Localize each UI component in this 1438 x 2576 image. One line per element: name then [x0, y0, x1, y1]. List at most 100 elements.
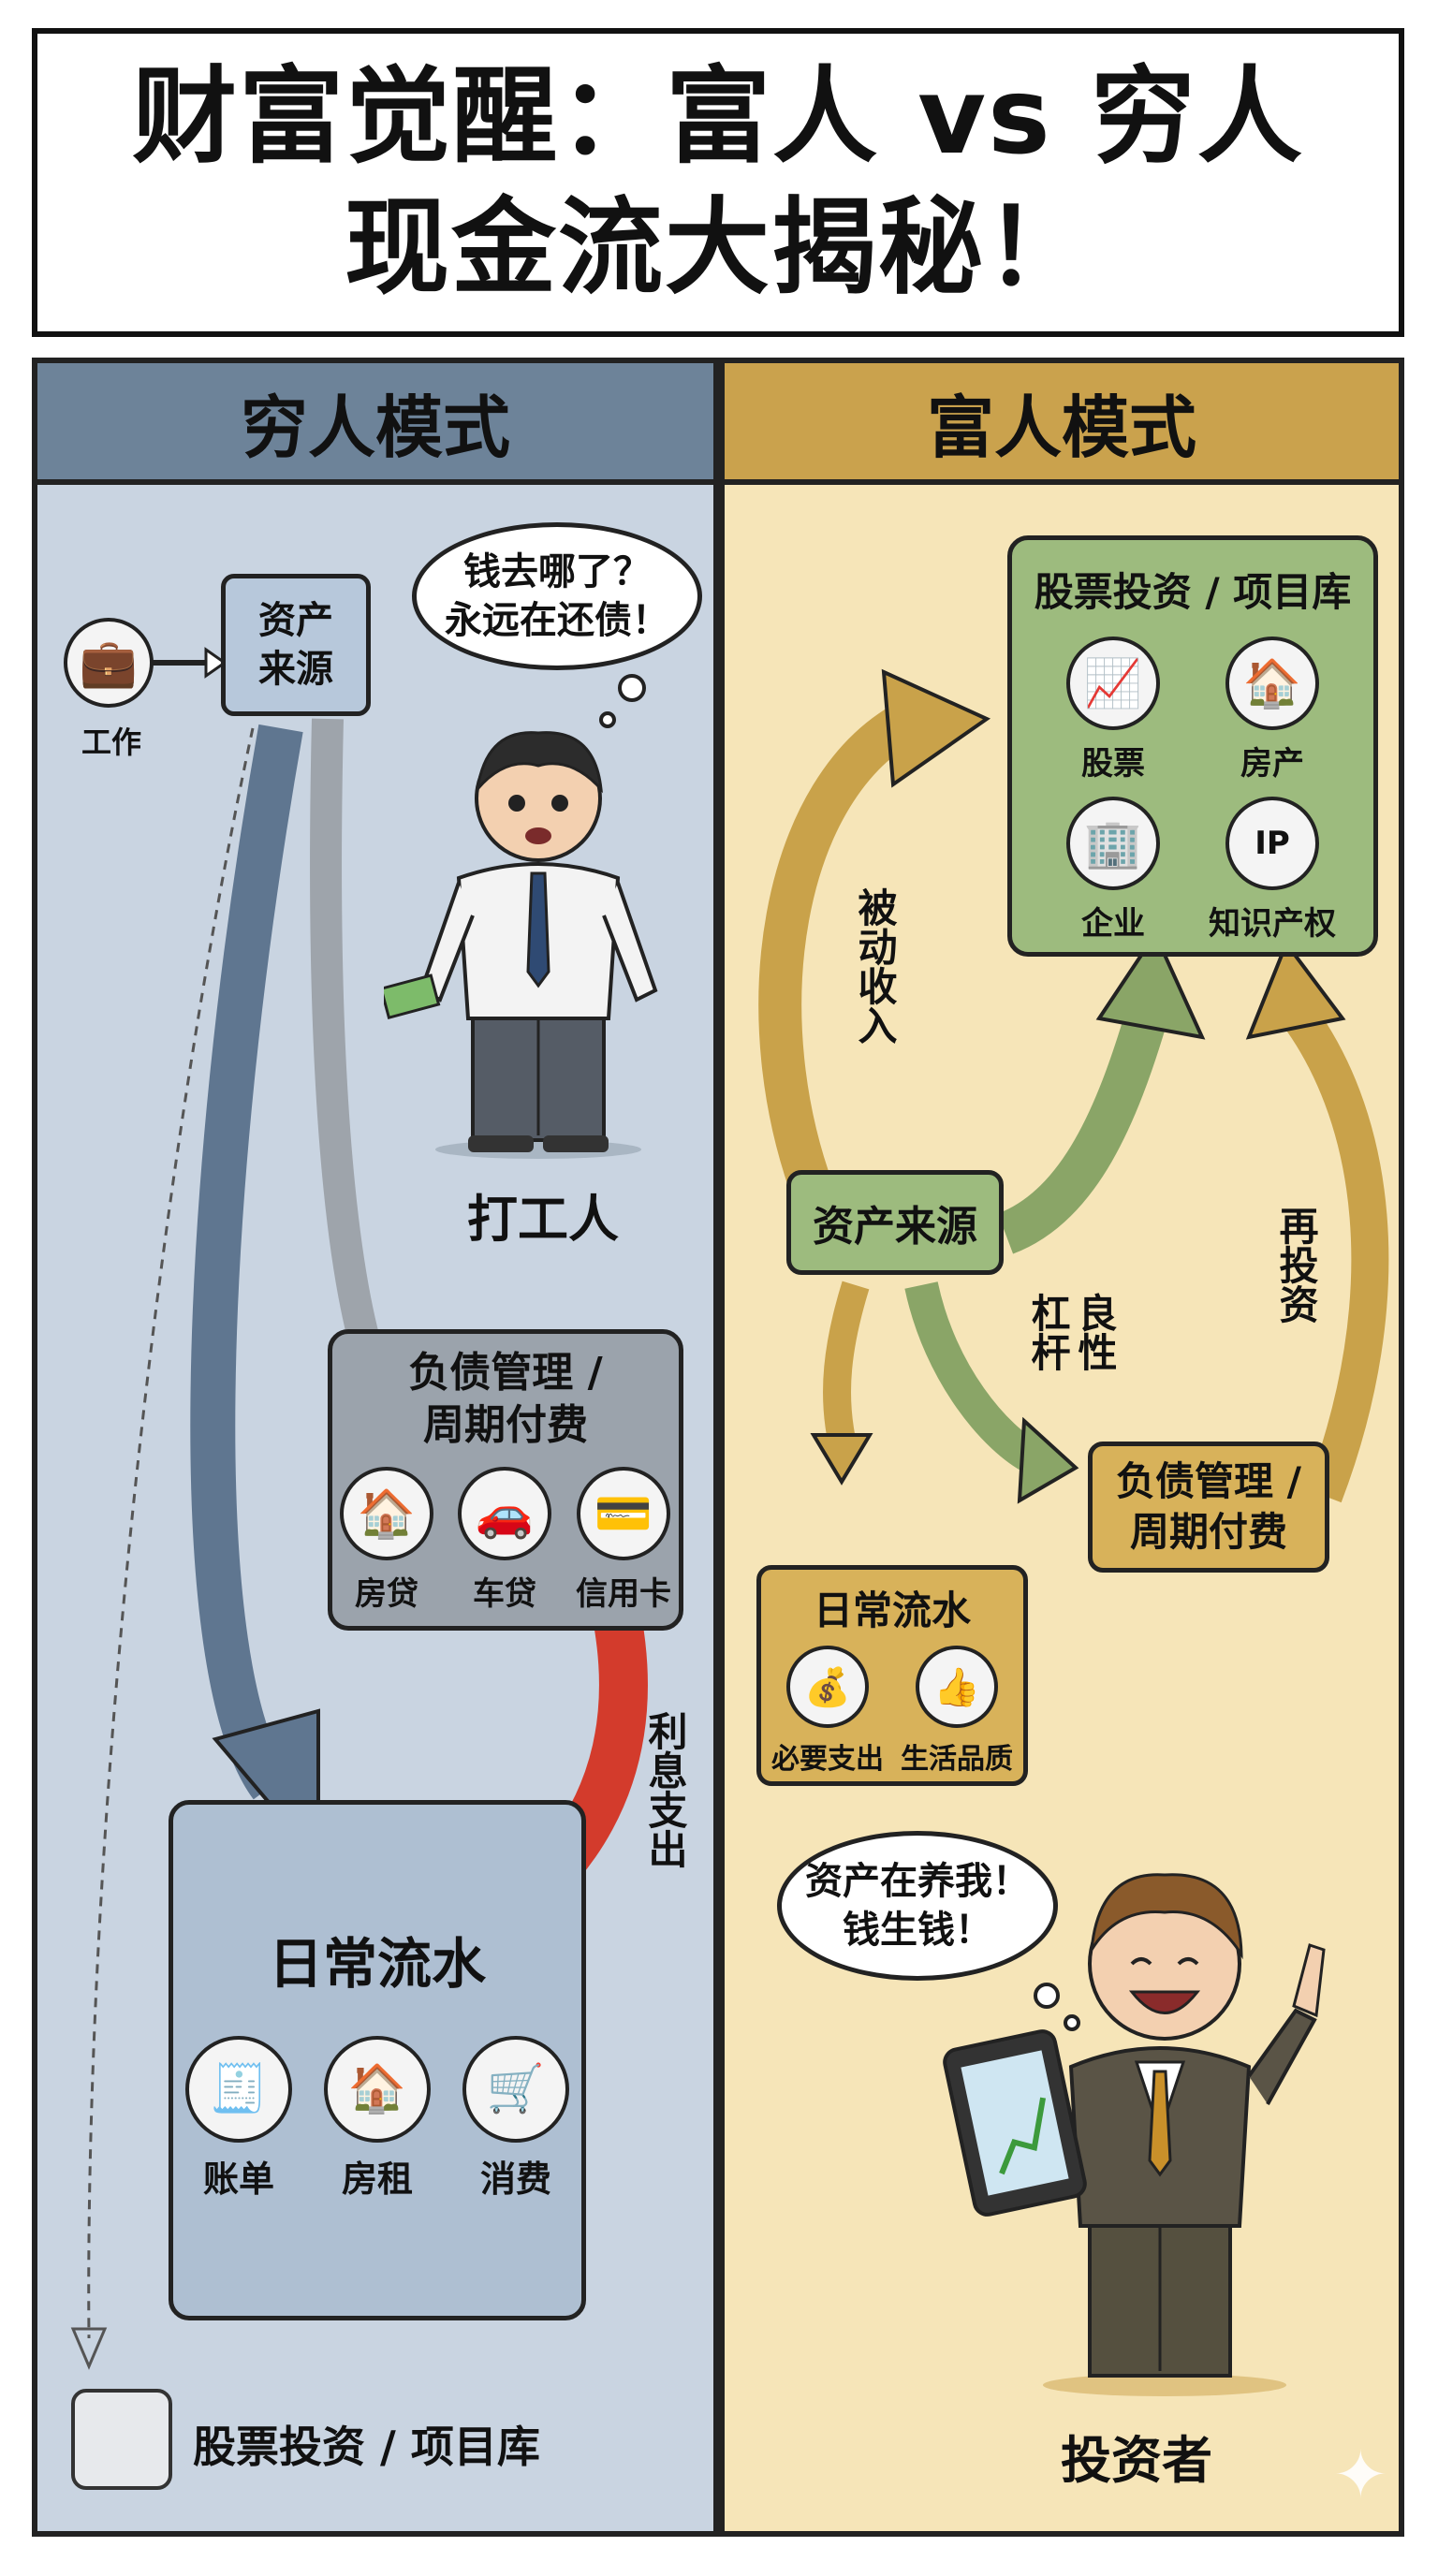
rich-mode-header: 富人模式: [725, 363, 1399, 485]
bill-label: 账单: [202, 2158, 274, 2200]
enterprise-item: 🏢 企业: [1043, 797, 1183, 944]
thumbs-up-icon: 👍: [916, 1646, 998, 1728]
job-label: 工作: [81, 724, 141, 760]
rich-flow-arrows: [758, 668, 1389, 1504]
rich-stock-title: 股票投资 / 项目库: [1034, 569, 1352, 615]
car-loan-item: 🚗 车贷: [458, 1467, 551, 1614]
rich-liability-line1: 负债管理 /: [1116, 1458, 1301, 1504]
poor-asset-source-line2: 来源: [258, 648, 333, 691]
money-bag-icon: 💰: [786, 1646, 869, 1728]
house-icon: 🏠: [324, 2035, 431, 2143]
thought-dot: [1064, 2014, 1080, 2031]
poor-mode-header: 穷人模式: [37, 363, 713, 485]
rich-mode-panel: 富人模式 股票投资 / 项目库 📈 股票 🏠 房产: [719, 358, 1404, 2537]
credit-card-icon: 💳: [577, 1467, 670, 1560]
title-line-2: 现金流大揭秘！: [345, 187, 1092, 309]
life-quality-item: 👍 生活品质: [901, 1646, 1013, 1777]
asset-to-daily-arrow-head: [810, 1433, 873, 1486]
poor-liability-icons: 🏠 房贷 🚗 车贷 💳 信用卡: [340, 1467, 671, 1614]
good-leverage-arrow-head: [1017, 1416, 1079, 1504]
rich-stock-box: 股票投资 / 项目库 📈 股票 🏠 房产 🏢 企业 IP 知识产权: [1007, 535, 1378, 957]
good-leverage-arrow: [904, 1281, 1042, 1474]
stock-label: 股票: [1081, 745, 1145, 783]
enterprise-label: 企业: [1081, 905, 1145, 943]
bill-item: 🧾 账单: [185, 2035, 292, 2202]
poor-stock-label: 股票投资 / 项目库: [193, 2422, 540, 2472]
rich-daily-flow-card: 日常流水 💰 必要支出 👍 生活品质: [756, 1565, 1028, 1786]
reinvest-arrow-head: [1245, 939, 1346, 1040]
title-box: 财富觉醒：富人 vs 穷人 现金流大揭秘！: [32, 28, 1404, 337]
poor-thought-bubble: 钱去哪了？ 永远在还债！: [412, 522, 702, 670]
title-line-1: 财富觉醒：富人 vs 穷人: [132, 56, 1304, 178]
ip-item: IP 知识产权: [1202, 797, 1343, 944]
bill-icon: 🧾: [185, 2035, 292, 2143]
rich-daily-icons: 💰 必要支出 👍 生活品质: [771, 1646, 1013, 1777]
cart-icon: 🛒: [462, 2035, 569, 2143]
ip-icon: IP: [1225, 797, 1319, 890]
passive-income-arrow-head: [881, 668, 991, 788]
car-icon: 🚗: [458, 1467, 551, 1560]
reinvest-label: 再投资: [1268, 1206, 1324, 1324]
car-loan-label: 车贷: [473, 1575, 536, 1613]
necessary-expense-label: 必要支出: [771, 1743, 884, 1776]
mortgage-label: 房贷: [355, 1575, 418, 1613]
rich-thought-bubble: 资产在养我！ 钱生钱！: [777, 1831, 1058, 1981]
consumption-label: 消费: [479, 2158, 551, 2200]
dotted-arrow-head: [70, 2327, 108, 2370]
briefcase-icon: 💼: [64, 618, 154, 708]
credit-card-label: 信用卡: [576, 1575, 671, 1613]
rich-asset-source-card: 资产来源: [786, 1170, 1004, 1275]
poor-thought-line2: 永远在还债！: [445, 599, 669, 642]
ip-label: 知识产权: [1209, 905, 1336, 943]
credit-card-item: 💳 信用卡: [576, 1467, 671, 1614]
real-estate-item: 🏠 房产: [1202, 637, 1343, 783]
asset-to-stock-arrow: [997, 1012, 1167, 1254]
asset-to-daily-arrow: [823, 1281, 870, 1442]
rent-label: 房租: [341, 2158, 413, 2200]
asset-to-stock-arrow-head: [1095, 929, 1206, 1040]
good-leverage-label: 良性杠杆: [1024, 1281, 1118, 1383]
interest-expense-label: 利息支出: [637, 1711, 693, 1868]
rich-daily-title: 日常流水: [813, 1588, 971, 1633]
consumption-item: 🛒 消费: [462, 2035, 569, 2202]
stock-item: 📈 股票: [1043, 637, 1183, 783]
worried-worker-illustration: [384, 731, 658, 1159]
rich-liability-line2: 周期付费: [1129, 1509, 1287, 1555]
rich-stock-grid: 📈 股票 🏠 房产 🏢 企业 IP 知识产权: [1043, 637, 1343, 944]
passive-income-arrow: [758, 699, 922, 1214]
house-icon: 🏠: [340, 1467, 433, 1560]
life-quality-label: 生活品质: [901, 1743, 1013, 1776]
poor-asset-source-line1: 资产: [258, 599, 333, 642]
interest-expense-text: 利息支出: [642, 1711, 688, 1868]
sparkle-icon: ✦: [1333, 2437, 1388, 2513]
thought-dot: [618, 674, 646, 702]
poor-daily-icons: 🧾 账单 🏠 房租 🛒 消费: [185, 2035, 569, 2202]
rich-thought-line1: 资产在养我！: [805, 1860, 1030, 1903]
rich-liability-card: 负债管理 / 周期付费: [1088, 1442, 1329, 1573]
investor-illustration: [943, 1873, 1326, 2396]
passive-income-label: 被动收入: [846, 887, 902, 1045]
poor-thought-line1: 钱去哪了？: [463, 550, 651, 593]
house-icon: 🏠: [1225, 637, 1319, 730]
real-estate-label: 房产: [1240, 745, 1304, 783]
thought-dot: [599, 711, 616, 728]
poor-asset-source-card: 资产 来源: [221, 574, 371, 716]
poor-liability-line2: 周期付费: [423, 1401, 588, 1449]
poor-daily-title: 日常流水: [268, 1931, 486, 1996]
job-arrow-head: [204, 647, 227, 679]
passive-income-text: 被动收入: [852, 887, 898, 1045]
empty-stock-box: [71, 2389, 172, 2490]
good-leverage-text: 良性杠杆: [1025, 1293, 1118, 1371]
rent-item: 🏠 房租: [324, 2035, 431, 2202]
investor-caption: 投资者: [1061, 2431, 1212, 2490]
necessary-expense-item: 💰 必要支出: [771, 1646, 884, 1777]
poor-daily-flow-card: 日常流水 🧾 账单 🏠 房租 🛒 消费: [169, 1800, 586, 2320]
stock-chart-icon: 📈: [1066, 637, 1160, 730]
mortgage-item: 🏠 房贷: [340, 1467, 433, 1614]
reinvest-text: 再投资: [1273, 1206, 1319, 1324]
thought-dot: [1034, 1983, 1060, 2009]
worker-caption: 打工人: [467, 1190, 619, 1249]
poor-mode-panel: 穷人模式 💼 工作 资产 来源 钱去哪了？ 永远在还债！: [32, 358, 719, 2537]
poor-liability-line1: 负债管理 /: [408, 1349, 603, 1397]
poor-liability-card: 负债管理 / 周期付费 🏠 房贷 🚗 车贷 💳 信用卡: [328, 1329, 683, 1631]
